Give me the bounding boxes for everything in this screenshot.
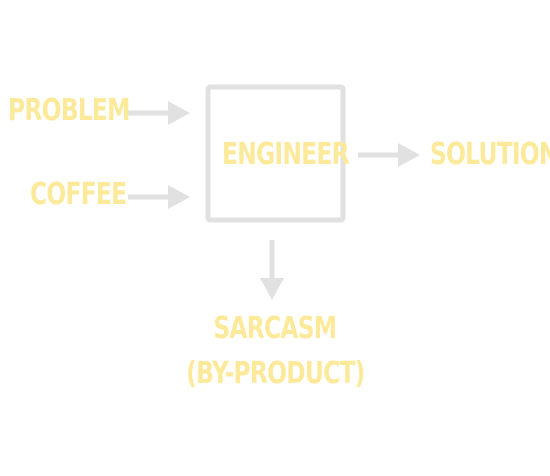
coffee-arrow [128,185,190,209]
problem-arrow [128,101,190,125]
byproduct-arrow [260,240,284,300]
engineer-box [205,84,346,223]
byproduct-note-text: (BY-PRODUCT) [185,356,365,391]
input-label-problem: PROBLEM [8,93,130,128]
byproduct-sarcasm-text: SARCASM [213,311,338,346]
byproduct-label-line1: SARCASM [160,314,390,344]
output-label-solution: SOLUTION [430,137,550,172]
solution-arrow [358,143,420,167]
process-label-engineer: ENGINEER [222,137,350,172]
input-label-coffee: COFFEE [30,177,127,212]
byproduct-label-line2: (BY-PRODUCT) [160,359,390,389]
